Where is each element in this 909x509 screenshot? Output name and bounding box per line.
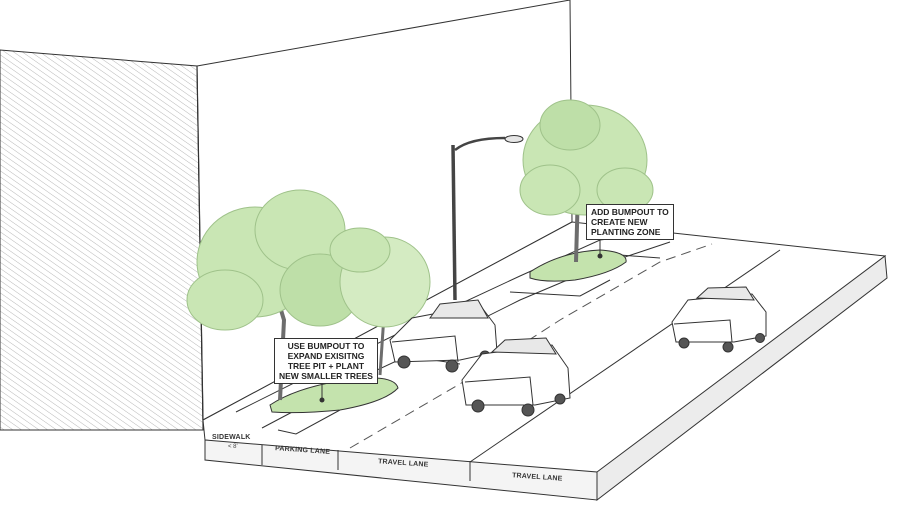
callout-line: USE BUMPOUT TO: [287, 341, 365, 351]
slab-side-edge: [596, 255, 888, 502]
travel-lane-line: [469, 249, 781, 463]
car-travel-near: [461, 337, 571, 417]
street-light: [451, 135, 524, 301]
lane-strip-dividers: [261, 445, 471, 481]
callout-line: ADD BUMPOUT TO: [591, 207, 669, 217]
callout-bumpout-new: ADD BUMPOUT TO CREATE NEW PLANTING ZONE: [586, 204, 674, 240]
callout-line: PLANTING ZONE: [591, 227, 661, 237]
callout-line: CREATE NEW: [591, 217, 648, 227]
callout-line: NEW SMALLER TREES: [279, 371, 373, 381]
callout-bumpout-existing: USE BUMPOUT TO EXPAND EXISITNG TREE PIT …: [274, 338, 378, 384]
label-sidewalk: SIDEWALK: [212, 434, 251, 441]
label-sidewalk-width: < 8': [228, 444, 238, 450]
callout-line: EXPAND EXISITNG: [287, 351, 365, 361]
building-side-wall: [0, 49, 204, 431]
planting-zone-existing: [269, 377, 399, 414]
car-travel-far: [671, 286, 767, 353]
tree-right: [519, 99, 654, 263]
tree-group-left: [186, 189, 431, 401]
parking-lane-line: [349, 243, 713, 449]
callout-line: TREE PIT + PLANT: [287, 361, 365, 371]
